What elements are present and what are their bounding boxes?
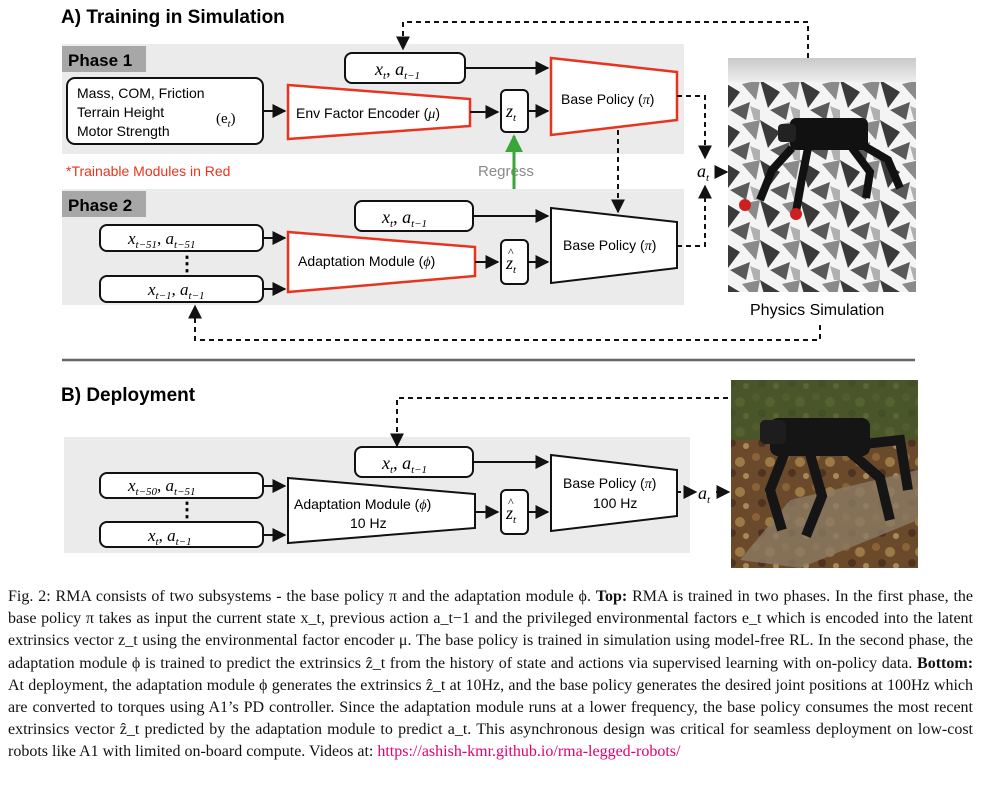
simulation-image — [728, 58, 916, 324]
section-a-title: A) Training in Simulation — [61, 7, 285, 28]
project-link[interactable]: https://ashish-kmr.github.io/rma-legged-… — [377, 743, 681, 761]
base-policy-phase2 — [550, 206, 678, 285]
caption-text: At deployment, the adaptation module ϕ g… — [8, 676, 973, 761]
base-policy-label: Base Policy (π) — [563, 237, 656, 254]
adaptation-label: Adaptation Module (ϕ) — [294, 496, 431, 513]
phase2-label-bg — [62, 191, 146, 217]
base-policy-rate: 100 Hz — [593, 495, 637, 511]
adaptation-rate: 10 Hz — [350, 515, 387, 531]
dashed-arrow — [677, 184, 712, 247]
section-b-title: B) Deployment — [61, 385, 196, 406]
base-policy-phase1 — [549, 56, 679, 137]
env-factor-item: Motor Strength — [77, 123, 170, 139]
feedback-arrow — [188, 304, 821, 341]
regress-label: Regress — [478, 163, 534, 180]
base-policy-label: Base Policy (π) — [561, 91, 654, 108]
adaptation-module-phase2 — [286, 230, 477, 294]
robot-figure — [739, 118, 904, 220]
hat-accent: ^ — [508, 495, 514, 509]
adaptation-label: Adaptation Module (ϕ) — [298, 253, 435, 270]
history-symbol: xt, at−1 — [147, 526, 192, 548]
env-factor-encoder — [286, 83, 472, 141]
adaptation-module-deploy — [287, 476, 476, 545]
caption-bottom-label: Bottom: — [917, 654, 974, 672]
base-policy-deploy — [550, 453, 678, 533]
phase1-label: Phase 1 — [68, 51, 132, 70]
simulation-label: Physics Simulation — [750, 302, 884, 319]
phase1-label-bg — [62, 46, 146, 72]
caption-text: RMA is trained in two phases. In the fir… — [8, 588, 974, 672]
trainable-note: *Trainable Modules in Red — [66, 163, 230, 179]
ellipsis-dots: ⋮ — [177, 499, 197, 521]
deployment-photo — [731, 380, 918, 568]
env-factor-item: Mass, COM, Friction — [77, 85, 205, 101]
robot-figure — [760, 418, 913, 538]
caption-text: Fig. 2: RMA consists of two subsystems -… — [8, 588, 591, 605]
feedback-arrow — [396, 21, 809, 58]
caption-top-label: Top: — [595, 588, 628, 605]
env-encoder-label: Env Factor Encoder (μ) — [296, 105, 440, 122]
figure-caption: Fig. 2: RMA consists of two subsystems -… — [8, 586, 973, 764]
base-policy-label: Base Policy (π) — [563, 475, 656, 492]
env-factor-item: Terrain Height — [77, 104, 164, 120]
rma-diagram: A) Training in Simulation Phase 1 Mass, … — [61, 7, 918, 568]
action-output-symbol: at — [698, 483, 711, 506]
feedback-arrow — [390, 397, 728, 448]
action-output-symbol: at — [697, 161, 710, 184]
ellipsis-dots: ⋮ — [177, 253, 197, 275]
dashed-arrow — [677, 95, 712, 160]
hat-accent: ^ — [508, 245, 514, 259]
env-factor-symbol: (et) — [216, 111, 235, 130]
phase2-label: Phase 2 — [68, 196, 132, 215]
